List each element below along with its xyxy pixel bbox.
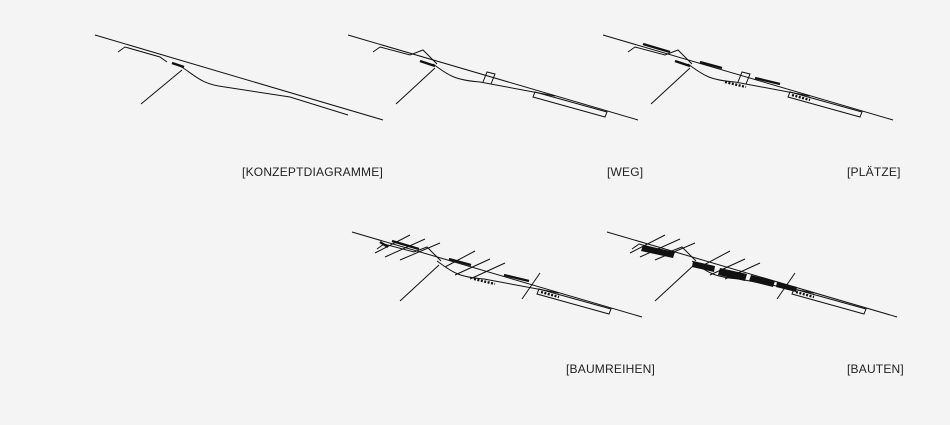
diagram-panel-baumreihen: [BAUMREIHEN] — [260, 195, 655, 385]
caption-weg: [WEG] — [607, 165, 644, 179]
plaza-dots-1 — [473, 277, 496, 286]
promenade-strip — [791, 288, 867, 315]
promenade-strip — [787, 91, 863, 118]
plaza-mark-3 — [503, 273, 530, 283]
tree-row-3 — [654, 242, 696, 261]
upper-branch — [627, 46, 693, 65]
junction-mark — [674, 59, 691, 68]
tree-row-2 — [384, 238, 426, 258]
main-axis-line — [602, 34, 894, 121]
curved-path — [179, 65, 349, 116]
tree-row-2 — [639, 238, 681, 258]
plaza-mark-2 — [699, 60, 723, 70]
tree-row-3 — [399, 242, 441, 261]
building-2 — [692, 261, 715, 272]
caption-konzept: [KONZEPTDIAGRAMME] — [242, 165, 383, 179]
cross-road-line — [140, 69, 183, 105]
plaza-dots-1 — [724, 80, 747, 89]
path-spur — [482, 71, 496, 85]
caption-baumreihen: [BAUMREIHEN] — [566, 362, 656, 376]
promenade-strip — [532, 91, 608, 118]
diagram-panel-konzept: [KONZEPTDIAGRAMME] — [0, 0, 400, 190]
tree-row-4 — [444, 250, 476, 268]
baumreihen-diagram — [351, 231, 643, 318]
plaetze-diagram — [602, 34, 894, 121]
weg-diagram — [347, 34, 639, 121]
tree-row-1 — [629, 234, 666, 254]
tree-row-7 — [521, 272, 541, 300]
cross-road-line — [654, 264, 695, 302]
cross-road-line — [395, 67, 436, 105]
diagram-panel-bauten: [BAUTEN] — [515, 195, 905, 385]
caption-plaetze: [PLÄTZE] — [847, 165, 901, 179]
diagram-panel-weg: [WEG] — [255, 0, 645, 190]
main-axis-line — [94, 34, 384, 121]
promenade-strip — [536, 288, 612, 315]
curved-path — [687, 63, 811, 97]
konzept-diagram — [94, 34, 384, 121]
plaza-dots-2 — [795, 290, 815, 299]
tree-row-1 — [374, 234, 411, 254]
main-axis-line — [351, 231, 643, 318]
tree-marker — [379, 240, 389, 249]
tree-row-5 — [709, 258, 746, 276]
plaza-dots-2 — [540, 290, 560, 299]
tree-row-6 — [469, 262, 506, 280]
bauten-diagram — [606, 231, 898, 318]
building-3 — [718, 268, 747, 281]
caption-bauten: [BAUTEN] — [847, 362, 904, 376]
tree-row-7 — [776, 272, 796, 300]
main-axis-line — [347, 34, 639, 121]
plaza-mark-2 — [448, 257, 472, 267]
plaza-mark-1 — [642, 42, 671, 54]
building-5 — [776, 282, 797, 292]
tree-row-4 — [699, 250, 731, 268]
upper-branch — [372, 46, 438, 65]
upper-branch — [631, 243, 697, 262]
main-axis-line — [606, 231, 898, 318]
curved-path — [432, 63, 556, 97]
plaza-dots-2 — [791, 93, 811, 102]
upper-branch — [117, 46, 168, 63]
plaza-mark-3 — [754, 76, 781, 86]
path-spur — [737, 71, 751, 85]
junction-mark — [171, 61, 185, 69]
junction-mark — [419, 59, 436, 68]
diagram-panel-plaetze: [PLÄTZE] — [510, 0, 910, 190]
building-4 — [749, 275, 775, 287]
cross-road-line — [650, 67, 691, 105]
tree-row-6 — [724, 262, 761, 280]
tree-row-5 — [454, 258, 491, 276]
cross-road-line — [399, 264, 440, 302]
